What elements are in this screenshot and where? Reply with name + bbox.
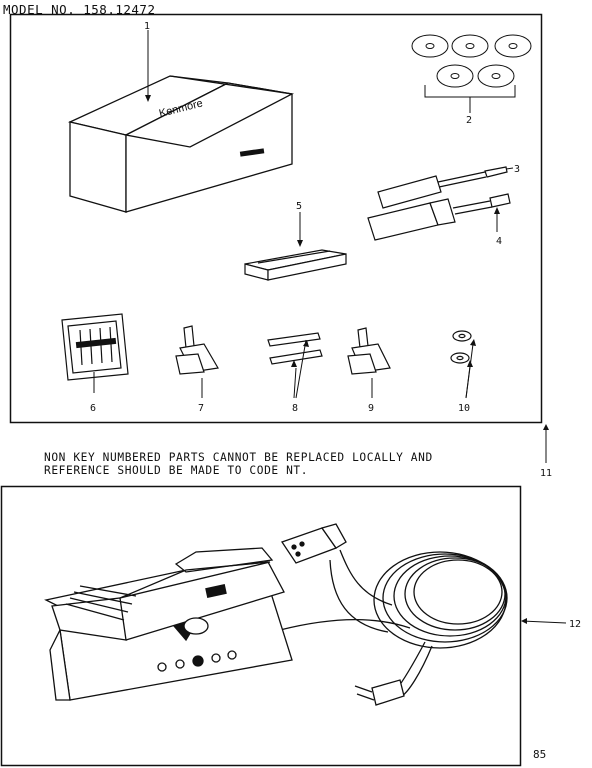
tray [244,249,347,281]
callout-5: 5 [296,201,302,212]
callout-9: 9 [368,403,374,414]
large-screwdriver [367,193,511,241]
callout-8: 8 [292,403,298,414]
accessories-frame [9,13,543,424]
replacement-note: NON KEY NUMBERED PARTS CANNOT BE REPLACE… [44,451,433,477]
foot-control [44,523,508,706]
callout-6: 6 [90,403,96,414]
spool-pins [267,332,323,365]
callout-3: 3 [514,164,520,175]
small-screwdriver [377,166,508,209]
page-code: 85 [533,748,547,761]
leader-12 [521,620,567,624]
bobbins [411,34,532,88]
spool-caps [450,330,472,364]
accessory-box: Kenmore [68,75,295,213]
callout-1: 1 [144,21,150,32]
note-line-2: REFERENCE SHOULD BE MADE TO CODE NT. [44,464,309,477]
note-line-1: NON KEY NUMBERED PARTS CANNOT BE REPLACE… [44,451,433,464]
callout-2: 2 [466,115,472,126]
callout-4: 4 [496,236,502,247]
foot-control-frame [0,485,522,767]
model-number: MODEL NO. 158.12472 [3,2,156,17]
presser-foot-9 [347,327,391,375]
needle-pack [61,313,129,381]
callout-10: 10 [458,403,470,414]
callout-7: 7 [198,403,204,414]
callout-11: 11 [540,468,552,479]
callout-12: 12 [569,619,581,630]
presser-foot-7 [175,325,219,375]
